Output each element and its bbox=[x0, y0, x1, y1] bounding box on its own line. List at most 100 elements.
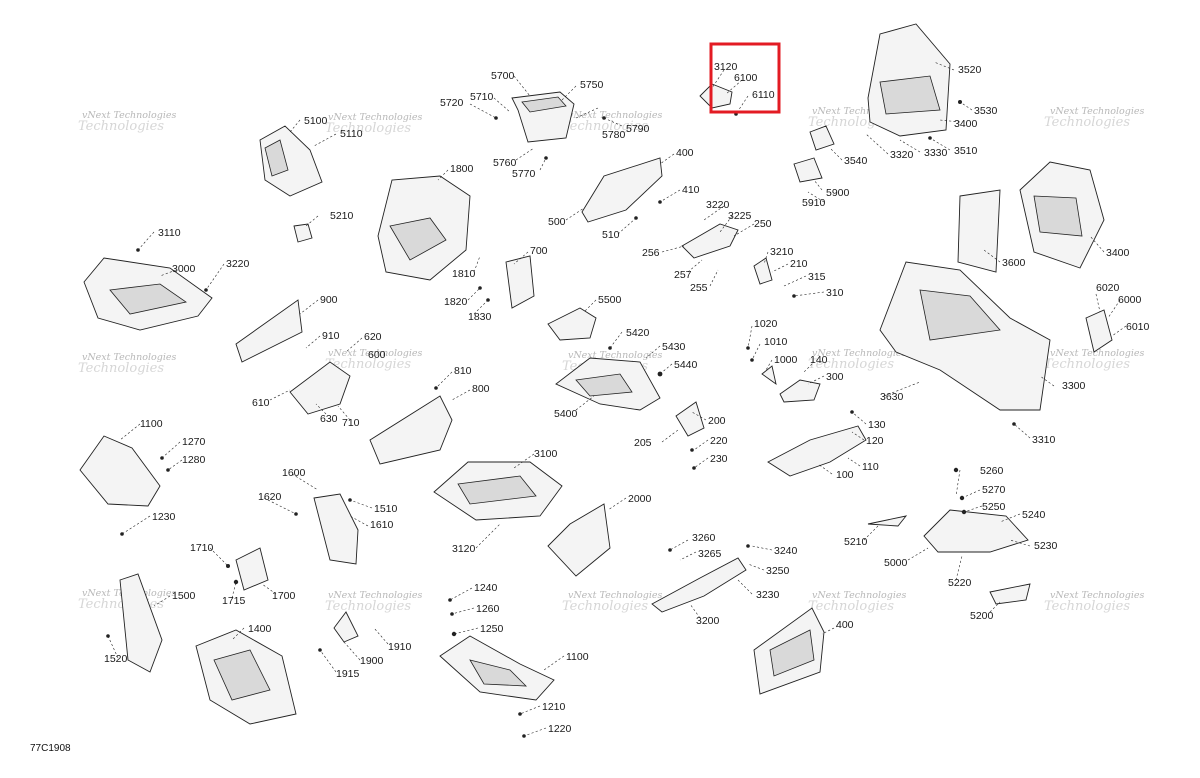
part-6100-shape bbox=[699, 83, 733, 109]
part-label: 6010 bbox=[1126, 321, 1150, 333]
svg-text:vNext Technologies: vNext Technologies bbox=[568, 590, 662, 601]
part-1700-shape bbox=[235, 547, 269, 591]
svg-text:Technologies: Technologies bbox=[562, 119, 648, 134]
part-label: 1000 bbox=[774, 354, 798, 366]
part-label: 5210 bbox=[844, 536, 868, 548]
part-label: 5900 bbox=[826, 187, 850, 199]
part-label: 3260 bbox=[692, 532, 716, 544]
part-label: 1710 bbox=[190, 542, 214, 554]
part-label: 3530 bbox=[974, 105, 998, 117]
part-label: 5110 bbox=[340, 128, 363, 140]
part-label: 256 bbox=[642, 247, 660, 259]
part-label: 3400 bbox=[1106, 247, 1130, 259]
part-5700-detail bbox=[521, 96, 567, 113]
part-label: 3630 bbox=[880, 391, 904, 403]
part-label: 3510 bbox=[954, 145, 978, 157]
part-label: 5440 bbox=[674, 359, 698, 371]
part-5200-shape bbox=[989, 583, 1031, 605]
part-label: 1020 bbox=[754, 318, 778, 330]
part-label: 5230 bbox=[1034, 540, 1058, 552]
part-label: 1100 bbox=[140, 418, 163, 430]
part-label: 3520 bbox=[958, 64, 982, 76]
svg-text:Technologies: Technologies bbox=[562, 599, 648, 614]
part-5210-right-shape bbox=[867, 515, 908, 527]
part-5000-shape bbox=[923, 509, 1029, 553]
part-label: 1240 bbox=[474, 582, 498, 594]
part-label: 255 bbox=[690, 282, 708, 294]
part-label: 1100 bbox=[566, 651, 589, 663]
part-label: 3120 bbox=[452, 543, 476, 555]
part-label: 1220 bbox=[548, 723, 572, 735]
part-label: 300 bbox=[826, 371, 844, 383]
part-3200-shape bbox=[651, 557, 747, 613]
svg-text:Technologies: Technologies bbox=[325, 599, 411, 614]
part-5210-shape bbox=[293, 223, 313, 243]
part-label: 5000 bbox=[884, 557, 908, 569]
part-label: 1520 bbox=[104, 653, 128, 665]
part-label: 3540 bbox=[844, 155, 868, 167]
part-100-shape bbox=[767, 425, 867, 477]
part-label: 5400 bbox=[554, 408, 578, 420]
part-label: 5200 bbox=[970, 610, 994, 622]
part-label: 1500 bbox=[172, 590, 196, 602]
part-label: 315 bbox=[808, 271, 826, 283]
part-label: 210 bbox=[790, 258, 808, 270]
part-label: 130 bbox=[868, 419, 886, 431]
leader-lines bbox=[107, 61, 1127, 737]
highlight-box bbox=[709, 42, 781, 114]
part-label: 600 bbox=[368, 349, 386, 361]
part-label: 3320 bbox=[890, 149, 914, 161]
part-label: 400 bbox=[676, 147, 694, 159]
part-label: 3600 bbox=[1002, 257, 1026, 269]
part-label: 1810 bbox=[452, 268, 476, 280]
part-label: 110 bbox=[862, 461, 879, 473]
svg-text:Technologies: Technologies bbox=[1044, 357, 1130, 372]
part-label: 5220 bbox=[948, 577, 972, 589]
svg-text:vNext Technologies: vNext Technologies bbox=[1050, 348, 1144, 359]
part-label: 1510 bbox=[374, 503, 398, 515]
part-3300-detail bbox=[919, 289, 1001, 341]
svg-text:Technologies: Technologies bbox=[808, 599, 894, 614]
part-label: 1010 bbox=[764, 336, 788, 348]
part-250-shape bbox=[681, 223, 739, 259]
part-label: 1800 bbox=[450, 163, 474, 175]
part-label: 710 bbox=[342, 417, 360, 429]
part-label: 400 bbox=[836, 619, 854, 631]
part-label: 120 bbox=[866, 435, 884, 447]
part-label: 5770 bbox=[512, 168, 536, 180]
part-label: 6100 bbox=[734, 72, 758, 84]
part-label: 500 bbox=[548, 216, 566, 228]
part-2000-shape bbox=[547, 503, 611, 577]
part-label: 630 bbox=[320, 413, 338, 425]
part-label: 3330 bbox=[924, 147, 948, 159]
part-label: 3230 bbox=[756, 589, 780, 601]
part-label: 3400 bbox=[954, 118, 978, 130]
part-label: 1270 bbox=[182, 436, 206, 448]
part-label: 3100 bbox=[534, 448, 558, 460]
part-400-bottom-detail bbox=[769, 629, 815, 677]
part-3600-shape bbox=[957, 189, 1001, 273]
svg-text:vNext Technologies: vNext Technologies bbox=[328, 590, 422, 601]
part-300-shape bbox=[779, 379, 821, 403]
part-label: 5910 bbox=[802, 197, 826, 209]
part-label: 5780 bbox=[602, 129, 626, 141]
part-label: 3300 bbox=[1062, 380, 1086, 392]
part-label: 1700 bbox=[272, 590, 296, 602]
part-1500-shape bbox=[119, 573, 163, 673]
part-label: 5210 bbox=[330, 210, 354, 222]
part-label: 200 bbox=[708, 415, 726, 427]
part-3400-right-detail bbox=[1033, 195, 1083, 237]
part-5400-detail bbox=[575, 373, 633, 397]
part-label: 810 bbox=[454, 365, 472, 377]
part-1900-shape bbox=[333, 611, 359, 643]
part-label: 3220 bbox=[706, 199, 730, 211]
